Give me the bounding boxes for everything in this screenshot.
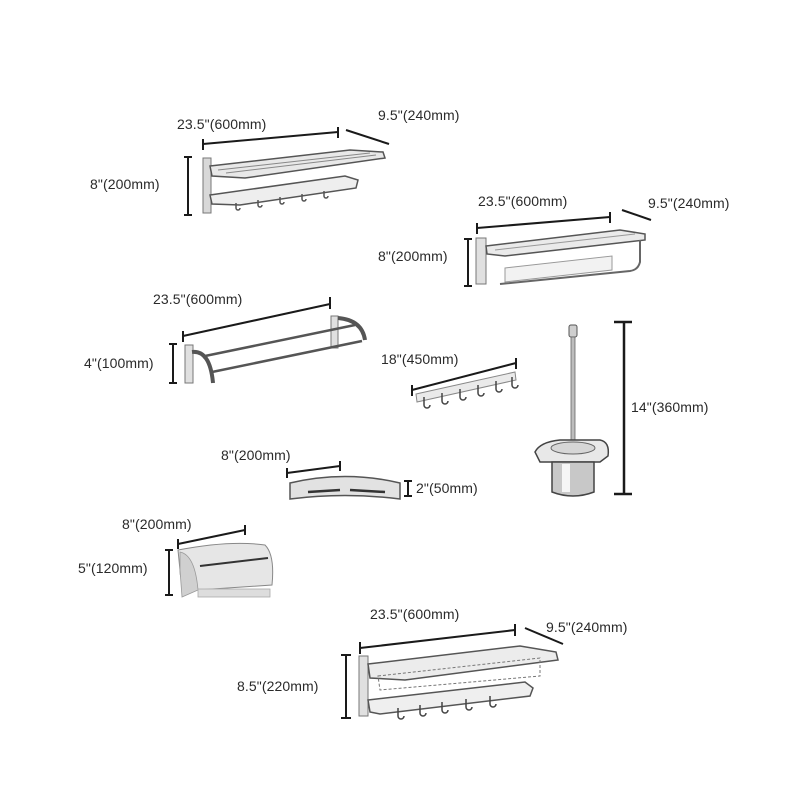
depth-label: 9.5"(240mm): [648, 195, 730, 211]
width-label: 23.5"(600mm): [177, 116, 267, 132]
depth-label: 9.5"(240mm): [378, 107, 460, 123]
height-label: 2"(50mm): [416, 480, 478, 496]
width-label: 18"(450mm): [381, 351, 459, 367]
height-label: 14"(360mm): [631, 399, 709, 415]
height-label: 8"(200mm): [90, 176, 160, 192]
width-label: 8"(200mm): [122, 516, 192, 532]
width-label: 23.5"(600mm): [153, 291, 243, 307]
width-label: 23.5"(600mm): [478, 193, 568, 209]
height-label: 4"(100mm): [84, 355, 154, 371]
height-label: 8"(200mm): [378, 248, 448, 264]
height-label: 5"(120mm): [78, 560, 148, 576]
width-label: 8"(200mm): [221, 447, 291, 463]
height-label: 8.5"(220mm): [237, 678, 319, 694]
depth-label: 9.5"(240mm): [546, 619, 628, 635]
width-label: 23.5"(600mm): [370, 606, 460, 622]
